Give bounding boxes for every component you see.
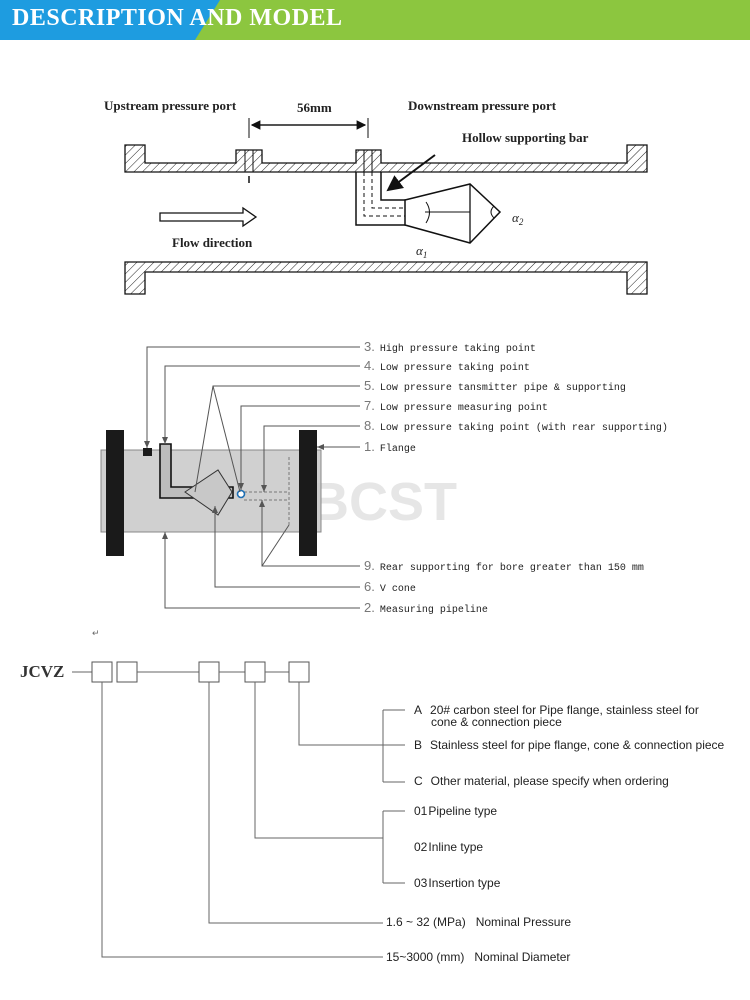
leader-tip bbox=[144, 441, 150, 448]
vcone-section-diagram: Upstream pressure port 56mm Downstream p… bbox=[104, 98, 648, 295]
component-label-7: 7.Low pressure measuring point bbox=[364, 398, 548, 414]
support-bar-outer bbox=[355, 172, 425, 226]
alpha1-label: α1 bbox=[416, 243, 427, 260]
material-option-a-line2: cone & connection piece bbox=[431, 715, 562, 729]
leader-2 bbox=[164, 532, 360, 609]
flange-left bbox=[106, 430, 124, 556]
component-label-6: 6.V cone bbox=[364, 579, 416, 595]
header-blue-shape bbox=[0, 0, 220, 40]
pipe-top-wall bbox=[124, 144, 648, 173]
flange-right bbox=[299, 430, 317, 556]
flow-direction-arrow bbox=[159, 206, 258, 228]
component-label-2: 2.Measuring pipeline bbox=[364, 600, 488, 616]
diameter-option: 15~3000 (mm)Nominal Diameter bbox=[386, 950, 570, 964]
code-box-material bbox=[288, 661, 310, 683]
pipe-bottom-wall bbox=[124, 261, 648, 295]
v-cone bbox=[404, 183, 502, 244]
leader-tip bbox=[238, 483, 244, 490]
alpha2-label: α2 bbox=[512, 210, 524, 227]
high-pressure-point bbox=[143, 448, 152, 456]
leader-4 bbox=[164, 365, 360, 444]
pressure-branch bbox=[208, 682, 383, 924]
upstream-port-label: Upstream pressure port bbox=[104, 98, 237, 113]
low-pressure-measuring-point bbox=[236, 489, 246, 499]
v-cone bbox=[184, 469, 233, 516]
material-branch bbox=[298, 682, 383, 746]
return-mark: ↵ bbox=[92, 628, 100, 638]
angle-arc-2 bbox=[490, 205, 495, 219]
component-label-5: 5.Low pressure tansmitter pipe & support… bbox=[364, 378, 626, 394]
support-bar-inner bbox=[380, 172, 425, 201]
downstream-port-label: Downstream pressure port bbox=[408, 98, 557, 113]
type-branch bbox=[254, 682, 383, 839]
code-box-pressure bbox=[198, 661, 220, 683]
dimension-label: 56mm bbox=[297, 100, 332, 115]
material-ticks bbox=[383, 709, 405, 783]
leader-tip bbox=[212, 506, 218, 513]
leader-7 bbox=[240, 405, 360, 490]
component-label-4: 4.Low pressure taking point bbox=[364, 358, 530, 374]
leader-tip bbox=[261, 485, 267, 492]
component-label-1: 1.Flange bbox=[364, 439, 416, 455]
code-box-type bbox=[244, 661, 266, 683]
type-option-02: 02Inline type bbox=[414, 840, 483, 854]
component-label-8: 8.Low pressure taking point (with rear s… bbox=[364, 418, 668, 434]
type-ticks bbox=[383, 810, 405, 884]
leader-9b bbox=[261, 524, 290, 567]
flow-direction-label: Flow direction bbox=[172, 235, 253, 250]
section-title: DESCRIPTION AND MODEL bbox=[12, 5, 343, 31]
code-box-diameter-2 bbox=[116, 661, 138, 683]
type-option-01: 01Pipeline type bbox=[414, 804, 497, 818]
leader-3 bbox=[146, 346, 360, 448]
code-box-diameter bbox=[91, 661, 113, 683]
leader-8 bbox=[263, 425, 360, 492]
leader-tip bbox=[317, 444, 324, 450]
support-pointer-arrow bbox=[386, 154, 436, 192]
model-prefix: JCVZ bbox=[20, 662, 64, 681]
component-diagram: BCST 3.High pressure bbox=[100, 339, 668, 616]
support-bar-label: Hollow supporting bar bbox=[462, 130, 589, 145]
watermark-logo: BCST bbox=[310, 472, 457, 532]
leader-tip bbox=[259, 500, 265, 507]
leader-tip bbox=[162, 437, 168, 444]
diameter-branch bbox=[101, 682, 383, 958]
leader-tip bbox=[162, 532, 168, 539]
component-label-9: 9.Rear supporting for bore greater than … bbox=[364, 558, 644, 574]
leader-6 bbox=[214, 506, 360, 588]
type-option-03: 03Insertion type bbox=[414, 876, 501, 890]
leader-5b bbox=[212, 385, 241, 493]
section-header: DESCRIPTION AND MODEL bbox=[0, 0, 750, 40]
pressure-option: 1.6 ~ 32 (MPa)Nominal Pressure bbox=[386, 915, 571, 929]
component-label-3: 3.High pressure taking point bbox=[364, 339, 536, 355]
